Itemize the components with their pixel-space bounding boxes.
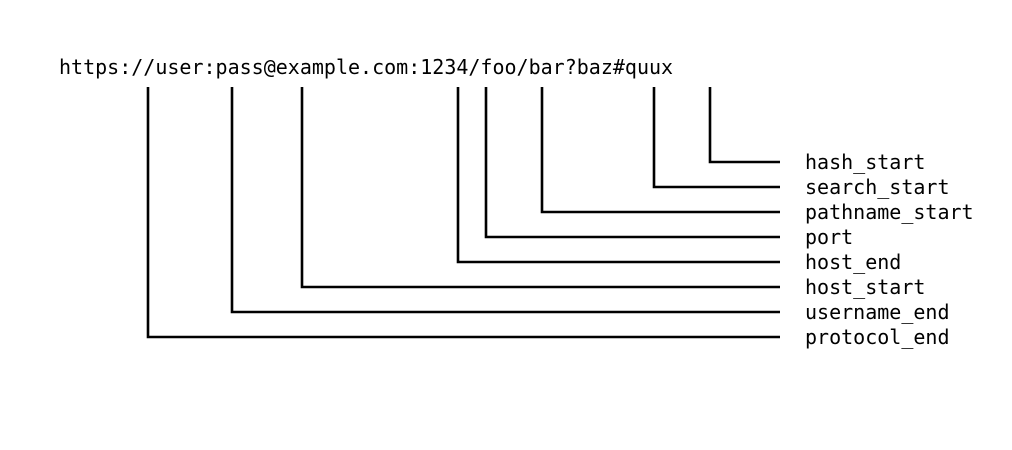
- label-host-start: host_start: [805, 275, 925, 299]
- connector-host-end: [456, 87, 780, 264]
- connector-search-start: [652, 87, 780, 189]
- label-port: port: [805, 225, 853, 249]
- connector-protocol-end: [146, 87, 780, 339]
- label-hash-start: hash_start: [805, 150, 925, 174]
- connector-username-end: [230, 87, 780, 314]
- url-string: https://user:pass@example.com:1234/foo/b…: [59, 55, 673, 79]
- connector-port: [484, 87, 780, 239]
- label-username-end: username_end: [805, 300, 950, 324]
- label-pathname-start: pathname_start: [805, 200, 974, 224]
- connector-hash-start: [708, 87, 780, 164]
- connector-host-start: [300, 87, 780, 289]
- connector-pathname-start: [540, 87, 780, 214]
- label-host-end: host_end: [805, 250, 901, 274]
- label-protocol-end: protocol_end: [805, 325, 950, 349]
- label-search-start: search_start: [805, 175, 950, 199]
